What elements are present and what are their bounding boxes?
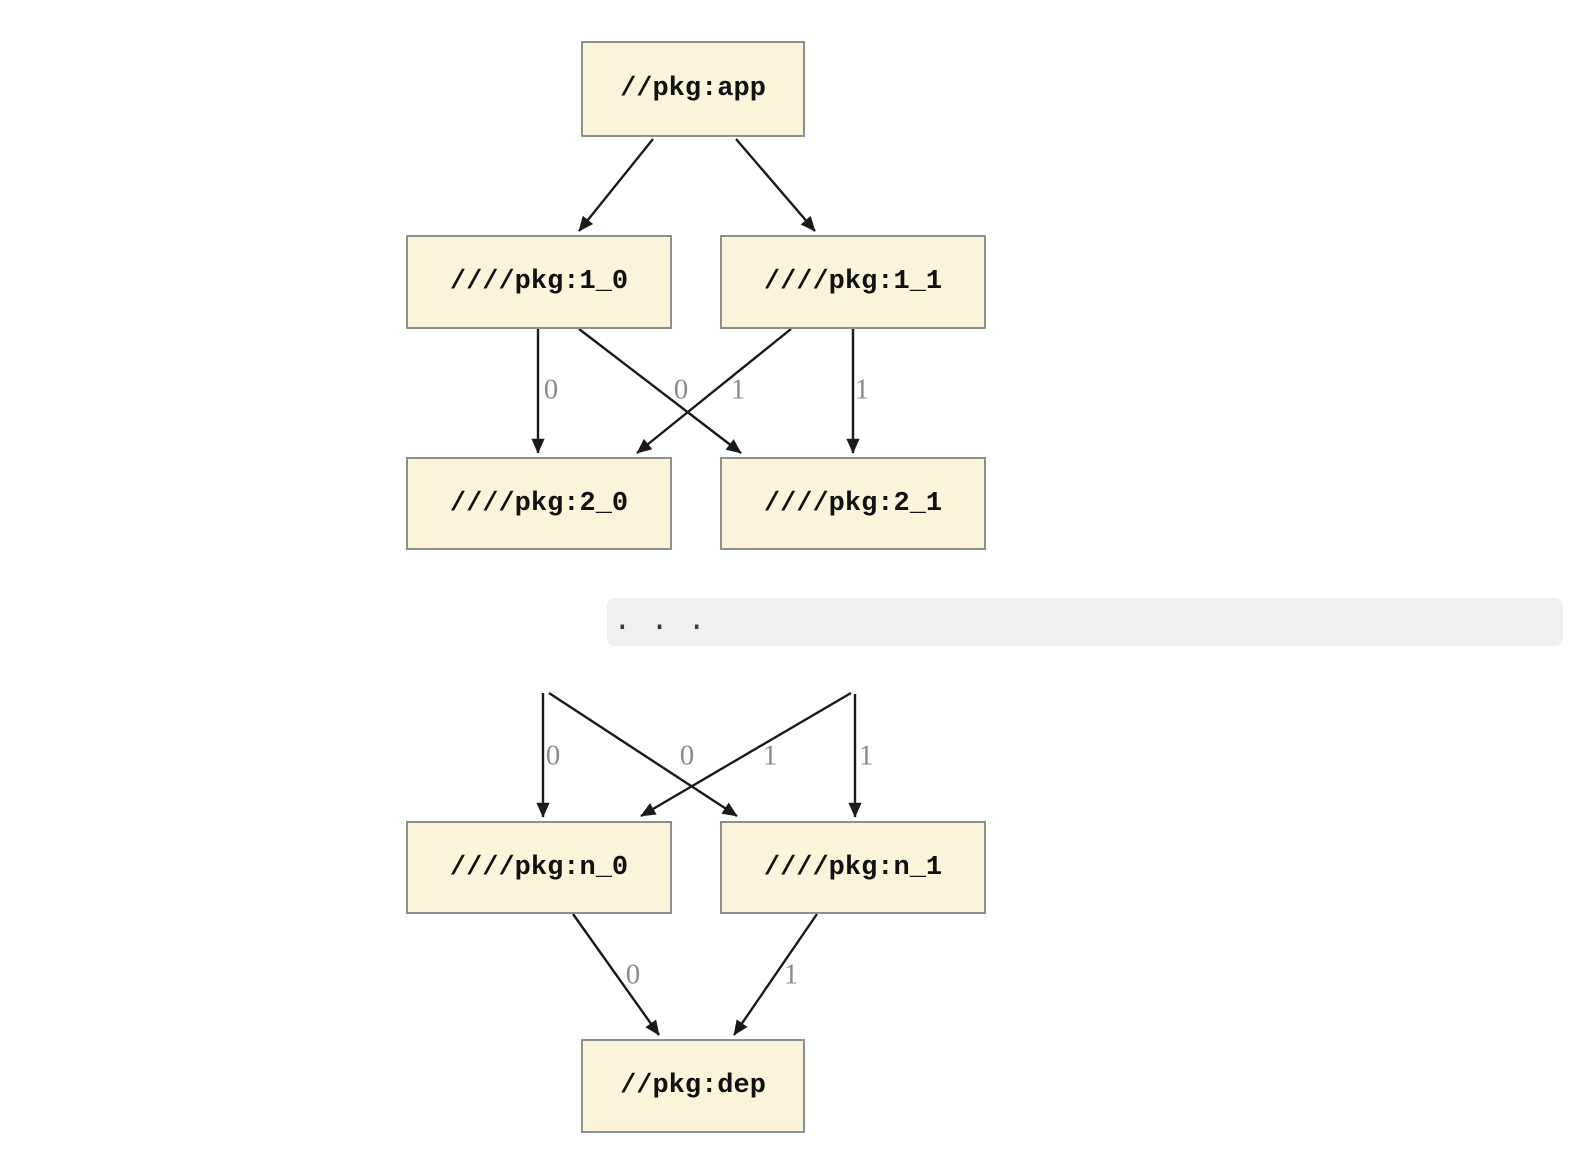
node-pkg-n-0: ////pkg:n_0 (406, 821, 672, 914)
edge-label-n-1-vert: 1 (858, 739, 874, 772)
edge-n-1-to-dep (733, 913, 818, 1036)
node-pkg-dep: //pkg:dep (581, 1039, 805, 1133)
node-pkg-app: //pkg:app (581, 41, 805, 137)
node-pkg-n-1: ////pkg:n_1 (720, 821, 986, 914)
node-pkg-1-0: ////pkg:1_0 (406, 235, 672, 329)
node-pkg-2-0: ////pkg:2_0 (406, 457, 672, 550)
edge-label-n-1-to-dep: 1 (783, 958, 799, 991)
edge-label-n-1-cross: 1 (762, 739, 778, 772)
edge-app-to-1-0 (578, 138, 654, 232)
edge-label-1-1-dep1: 1 (854, 373, 870, 406)
edge-cross-to-n-1 (548, 691, 738, 818)
edge-label-n-0-to-dep: 0 (625, 958, 641, 991)
ellipsis-code-block: . . . (607, 598, 1563, 646)
edge-app-to-1-1 (735, 138, 816, 232)
edge-cross-to-n-0 (640, 691, 852, 818)
edge-label-n-0-vert: 0 (545, 739, 561, 772)
node-pkg-1-1: ////pkg:1_1 (720, 235, 986, 329)
edge-1-1-to-2-0 (636, 328, 792, 454)
edge-label-n-0-cross: 0 (679, 739, 695, 772)
edge-label-1-0-dep0: 0 (543, 373, 559, 406)
node-pkg-2-1: ////pkg:2_1 (720, 457, 986, 550)
edge-label-1-1-dep0: 0 (673, 373, 689, 406)
edge-1-0-to-2-1 (578, 328, 742, 454)
edge-label-1-0-dep1: 1 (730, 373, 746, 406)
edge-n-0-to-dep (572, 913, 660, 1036)
